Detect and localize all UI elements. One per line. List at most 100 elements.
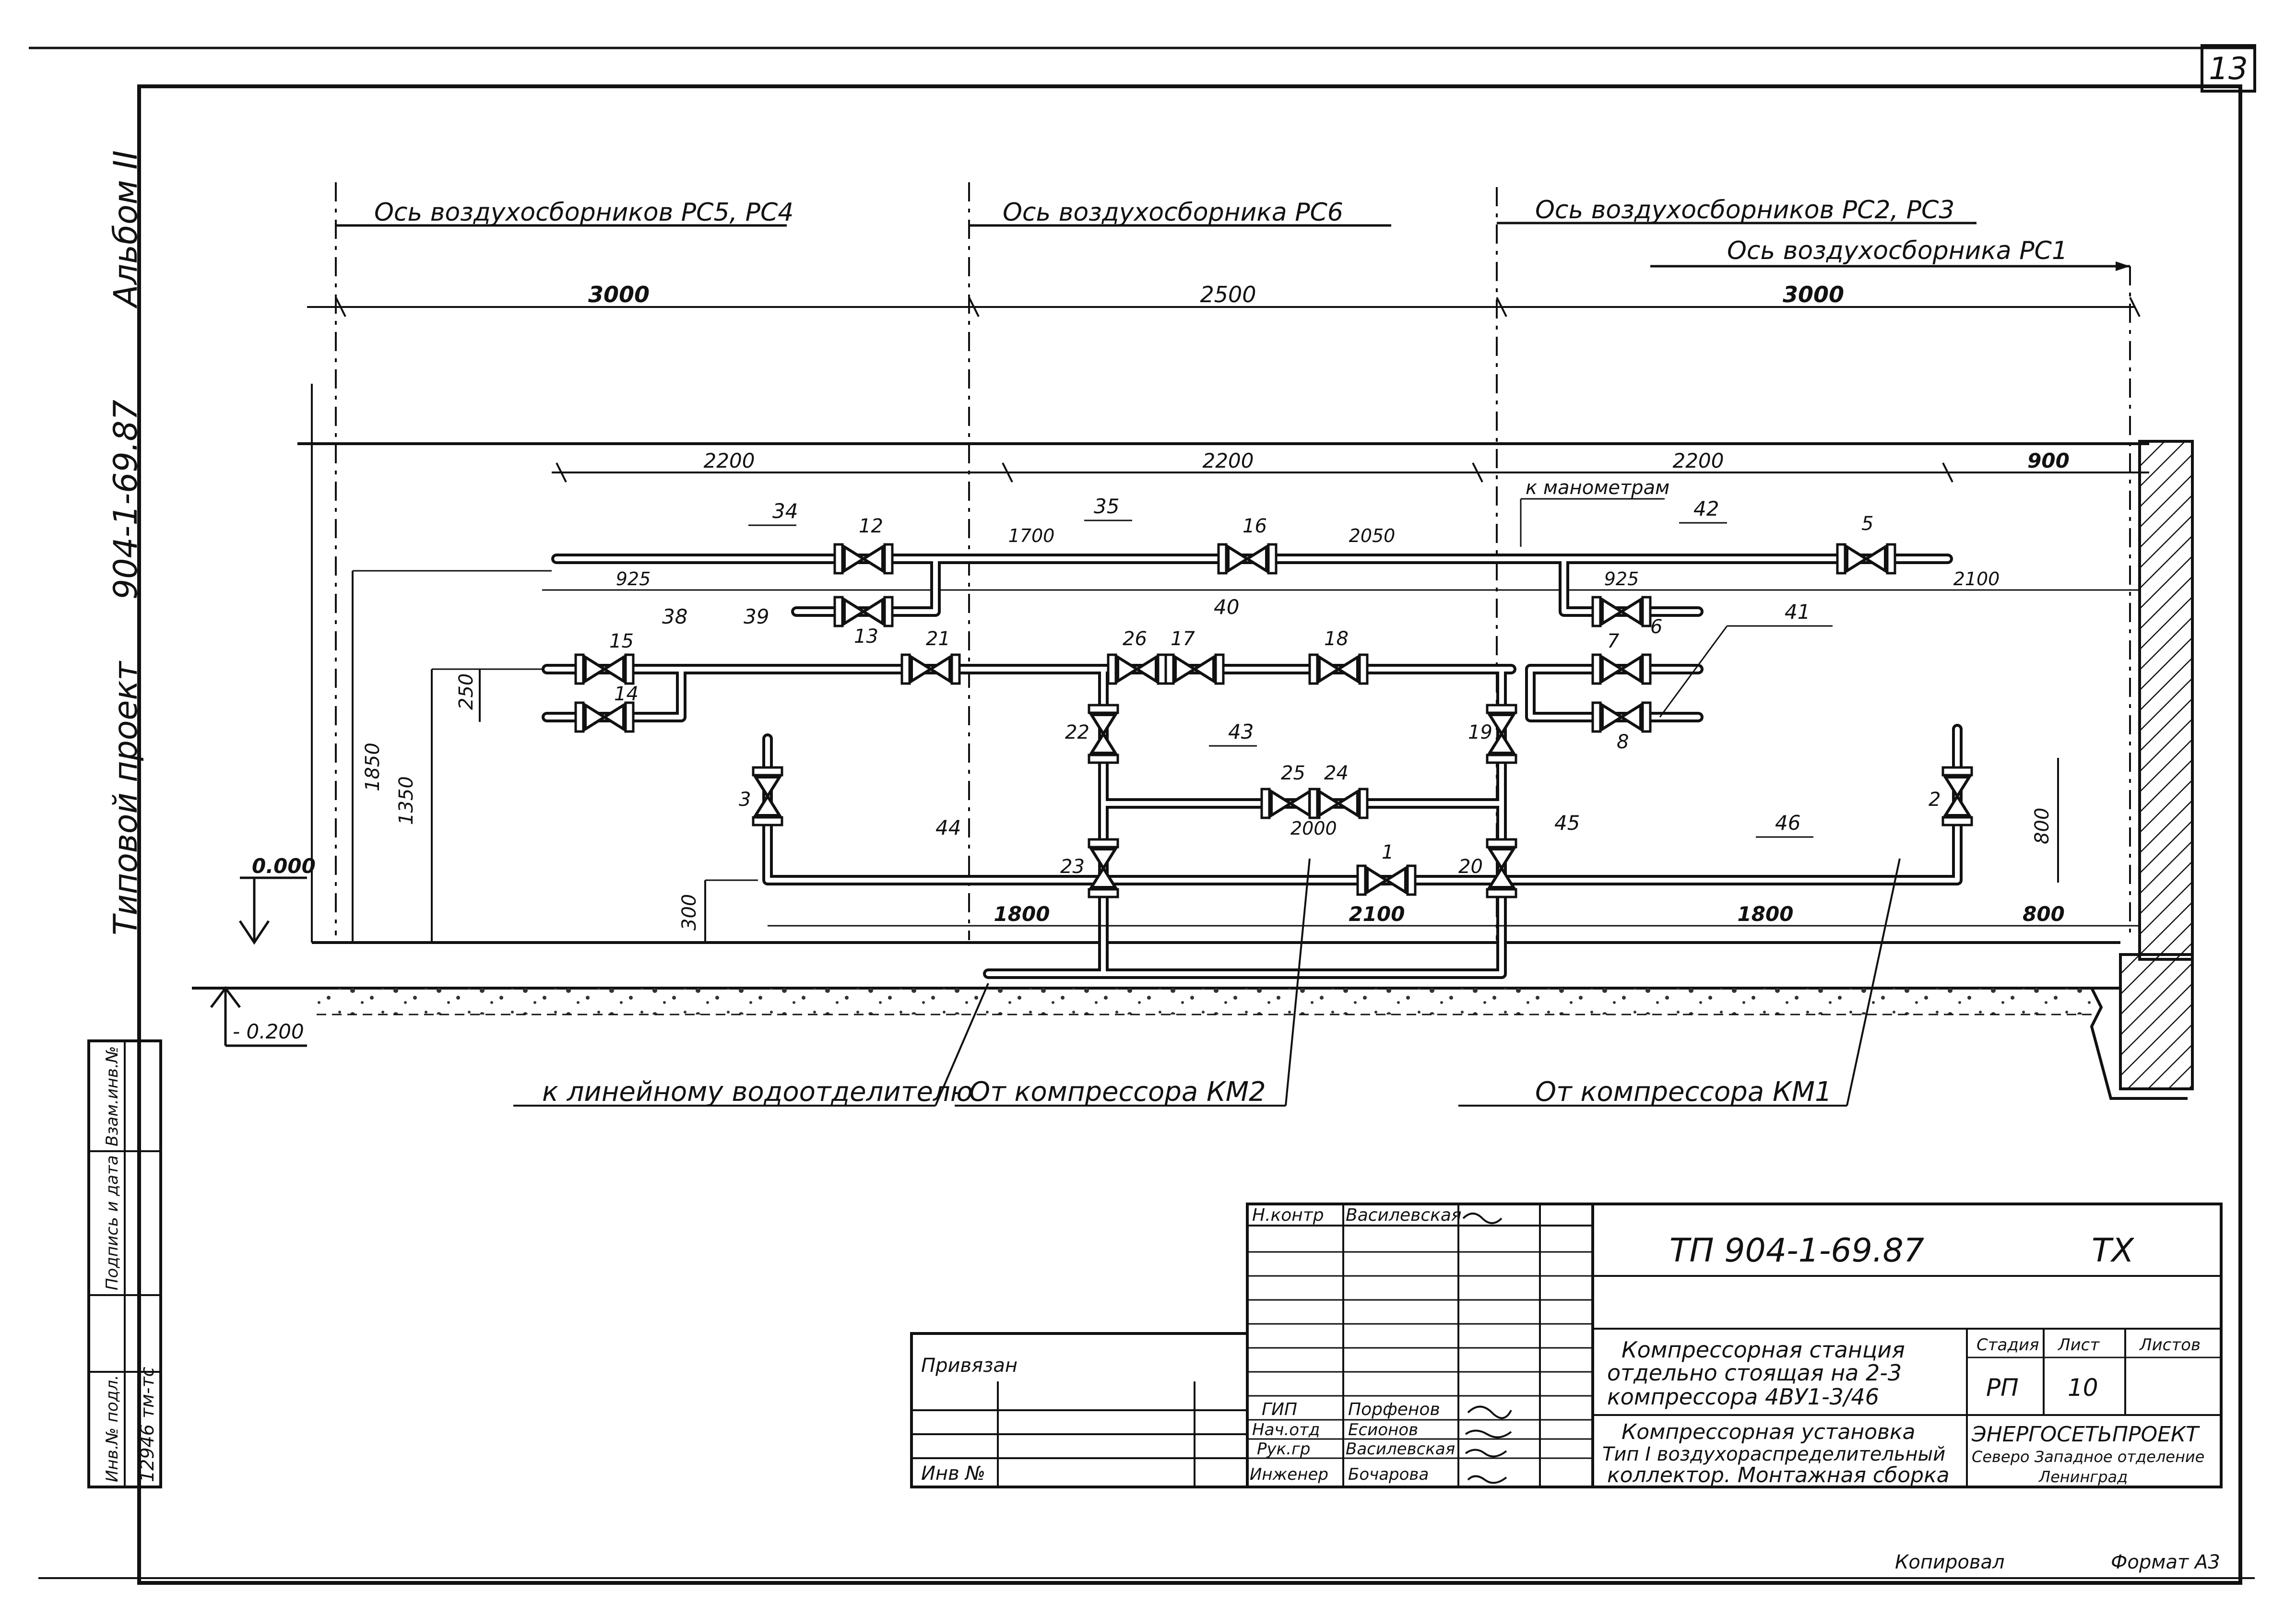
item-34: 34 — [772, 499, 798, 523]
dim-upper-2: 2200 — [1203, 449, 1254, 472]
item-8: 8 — [1617, 731, 1629, 753]
row1-dimensions: 925 1700 2050 925 2100 — [542, 525, 2140, 591]
margin-titles: Альбом II 904-1-69.87 Типовой проект — [107, 150, 145, 935]
stage-value: РП — [1986, 1374, 2019, 1402]
axis-pc1: Ось воздухосборника РС1 — [1727, 236, 2068, 265]
valve-14-icon — [576, 703, 633, 731]
item-38: 38 — [662, 605, 687, 628]
level-markers: 0.000 - 0.200 — [210, 854, 316, 1047]
axis-pc2-pc3: Ось воздухосборников РС2, РС3 — [1535, 196, 1954, 224]
item-7: 7 — [1607, 630, 1620, 652]
dim-1850: 1850 — [362, 743, 384, 791]
item-3: 3 — [739, 789, 751, 811]
role-group: Рук.гр — [1257, 1439, 1310, 1459]
top-dimensions: 3000 2500 3000 — [307, 282, 2141, 317]
item-25: 25 — [1281, 762, 1305, 784]
org-branch: Северо Западное отделение — [1972, 1448, 2204, 1466]
item-41: 41 — [1785, 600, 1810, 624]
item-6: 6 — [1650, 616, 1662, 638]
item-23: 23 — [1060, 856, 1085, 878]
album-label: Альбом II — [107, 150, 145, 309]
sheet-value: 10 — [2068, 1374, 2098, 1402]
side-sign-date: Подпись и дата — [103, 1155, 122, 1290]
valve-2-icon — [1943, 767, 1972, 825]
item-2: 2 — [1929, 789, 1941, 811]
sheet-label: Лист — [2057, 1335, 2100, 1355]
role-control: Н.контр — [1252, 1205, 1324, 1225]
role-gip: ГИП — [1262, 1400, 1297, 1419]
item-13: 13 — [854, 625, 878, 648]
dim-250: 250 — [455, 673, 477, 710]
side-inv-orig: Инв.№ подл. — [103, 1375, 122, 1482]
stamp-title-3: компрессора 4ВУ1-3/46 — [1607, 1384, 1879, 1410]
signature-marks — [1462, 1213, 1512, 1484]
stamp-sheet-title-3: коллектор. Монтажная сборка — [1607, 1463, 1950, 1487]
side-inv-value: 12946 тм-тс — [137, 1367, 158, 1482]
item-45: 45 — [1554, 811, 1580, 835]
dim-1350: 1350 — [395, 776, 417, 825]
valve-15-icon — [576, 655, 633, 684]
valve-21-icon — [902, 655, 959, 684]
project-type: Типовой проект — [107, 661, 145, 935]
dim-1700: 1700 — [1008, 525, 1055, 546]
title-block: Привязан Инв № ТП 904-1-69.87 ТХ Компрес… — [910, 1203, 2223, 1488]
middle-dim-2000: 2000 — [1290, 818, 1337, 839]
axis-pc5-pc4: Ось воздухосборников РС5, РС4 — [374, 198, 793, 227]
item-40: 40 — [1214, 595, 1239, 619]
dim-925-left: 925 — [616, 568, 651, 590]
valve-6-icon — [1593, 597, 1650, 626]
valve-22-icon — [1089, 705, 1118, 763]
valve-7-icon — [1593, 655, 1650, 684]
dim-top-2: 2500 — [1200, 282, 1256, 307]
dim-top-1: 3000 — [588, 282, 650, 307]
item-43: 43 — [1228, 720, 1254, 743]
footer-format: Формат А3 — [2111, 1551, 2220, 1573]
stage-label: Стадия — [1976, 1335, 2039, 1355]
dim-300: 300 — [678, 894, 700, 931]
stamp-sheet-title-2: Тип I воздухораспределительный — [1602, 1443, 1945, 1465]
name-engineer: Бочарова — [1348, 1465, 1429, 1484]
project-code: 904-1-69.87 — [107, 400, 145, 600]
name-control: Василевская — [1346, 1205, 1462, 1225]
from-km1-label: От компрессора КМ1 — [1535, 1076, 1832, 1108]
dim-bottom-2100: 2100 — [1349, 902, 1405, 926]
item-16: 16 — [1243, 515, 1267, 537]
item-18: 18 — [1324, 628, 1349, 650]
left-dimensions: 1850 1350 250 300 800 — [311, 384, 2059, 943]
dim-upper-4: 900 — [2027, 449, 2070, 472]
name-head: Есионов — [1348, 1420, 1418, 1439]
drawing-frame: 13 — [29, 44, 2256, 1585]
item-35: 35 — [1094, 495, 1119, 518]
valve-13-icon — [835, 597, 892, 626]
org-city: Ленинград — [2038, 1468, 2128, 1486]
item-22: 22 — [1065, 721, 1089, 743]
floor — [192, 941, 2188, 1100]
valve-18-icon — [1310, 655, 1367, 684]
valve-17-icon — [1166, 655, 1223, 684]
stamp-sheet-title-1: Компрессорная установка — [1621, 1420, 1916, 1444]
item-1: 1 — [1382, 841, 1394, 863]
item-15: 15 — [609, 630, 634, 652]
privyazan-label: Привязан — [921, 1355, 1018, 1377]
dim-2050: 2050 — [1349, 525, 1396, 546]
valve-20-icon — [1487, 839, 1516, 897]
axis-labels: Ось воздухосборников РС5, РС4 Ось воздух… — [335, 182, 2131, 940]
valve-1-icon — [1358, 866, 1415, 895]
dim-upper-3: 2200 — [1673, 449, 1724, 472]
valve-5-icon — [1837, 544, 1895, 573]
org-name: ЭНЕРГОСЕТЬПРОЕКТ — [1971, 1422, 2200, 1447]
stamp-mark: ТХ — [2092, 1232, 2135, 1270]
stamp-title-2: отдельно стоящая на 2-3 — [1607, 1360, 1902, 1386]
item-44: 44 — [935, 816, 961, 839]
axis-pc6: Ось воздухосборника РС6 — [1003, 198, 1343, 227]
dim-925-right: 925 — [1604, 568, 1639, 590]
name-group: Василевская — [1346, 1439, 1455, 1459]
dim-bottom-1800-left: 1800 — [994, 902, 1050, 926]
side-inv-repl: Взам.инв.№ — [103, 1046, 122, 1146]
valve-26-icon — [1108, 655, 1166, 684]
valve-3-icon — [753, 767, 782, 825]
valve-12-icon — [835, 544, 892, 573]
manometer-label: к манометрам — [1526, 477, 1669, 499]
dim-bottom-800: 800 — [2023, 902, 2065, 926]
